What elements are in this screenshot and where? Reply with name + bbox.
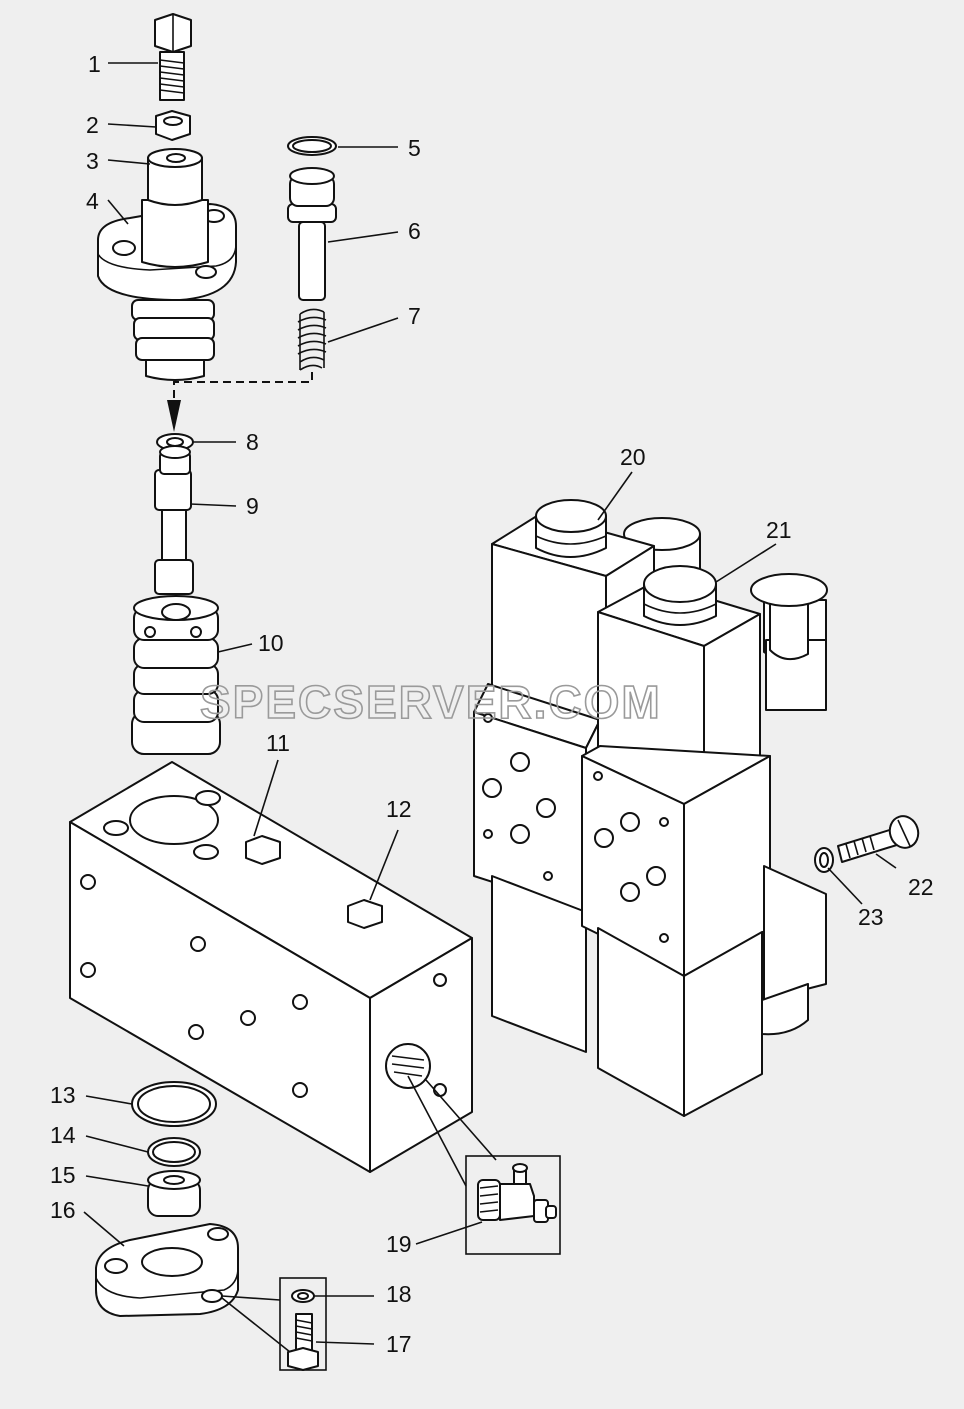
callout-23: 23: [858, 904, 884, 930]
callout-14: 14: [50, 1122, 76, 1148]
assembly-path-line: [173, 372, 313, 400]
callout-18: 18: [386, 1281, 412, 1307]
solenoid-valve-rear: [473, 499, 701, 1053]
callout-5: 5: [408, 135, 421, 161]
callout-4: 4: [86, 188, 99, 214]
piston-part: [287, 167, 337, 301]
callout-11: 11: [266, 730, 290, 756]
bolt-part: [154, 13, 192, 101]
valve-stem-part: [154, 445, 194, 595]
callout-16: 16: [50, 1197, 76, 1223]
solenoid-valve-front: [581, 565, 828, 1117]
spring-part: [297, 308, 327, 371]
spool-part: [131, 595, 221, 755]
callout-labels: 1 2 3 4 5 6 7 8 9 10 11 12 13 14 15 16 1…: [50, 51, 934, 1357]
callout-6: 6: [408, 218, 421, 244]
callout-20: 20: [620, 444, 646, 470]
callout-22: 22: [908, 874, 934, 900]
arrow-down-icon: [167, 400, 181, 432]
end-plug-part: [147, 1170, 201, 1217]
grease-fitting-part: [477, 1163, 557, 1223]
end-flange-part: [95, 1223, 239, 1317]
watermark-text: SPECSERVER.COM: [200, 676, 662, 728]
callout-7: 7: [408, 303, 421, 329]
callout-1: 1: [88, 51, 101, 77]
callout-19: 19: [386, 1231, 412, 1257]
callout-10: 10: [258, 630, 284, 656]
nut-part: [155, 110, 191, 141]
screw-part: [287, 1313, 319, 1371]
callout-2: 2: [86, 112, 99, 138]
valve-block-part: [69, 761, 473, 1173]
callout-9: 9: [246, 493, 259, 519]
callout-17: 17: [386, 1331, 412, 1357]
callout-3: 3: [86, 148, 99, 174]
callout-8: 8: [246, 429, 259, 455]
callout-13: 13: [50, 1082, 76, 1108]
valve-cover-part: [97, 148, 237, 381]
callout-21: 21: [766, 517, 792, 543]
leader-lines: [83, 62, 897, 1345]
fitting-frame: [465, 1155, 561, 1255]
callout-15: 15: [50, 1162, 76, 1188]
mounting-screw-part: [837, 815, 920, 863]
callout-12: 12: [386, 796, 412, 822]
